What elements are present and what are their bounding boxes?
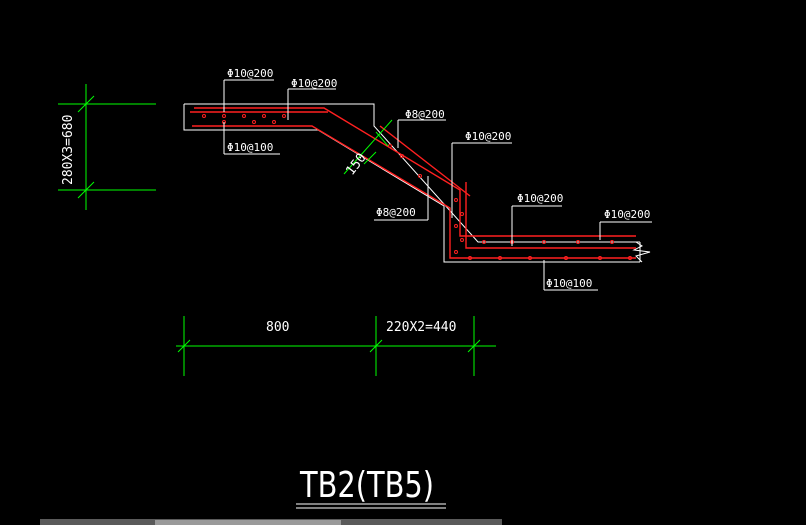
label-landing-b: Φ10@200 <box>604 208 650 221</box>
dim-slab-thickness: 150 <box>343 151 369 179</box>
label-slope-right: Φ10@200 <box>465 130 511 143</box>
leader-lines <box>223 79 652 291</box>
label-bottom-left: Φ10@100 <box>227 141 273 154</box>
dim-horizontal-right: 220X2=440 <box>386 320 456 335</box>
label-top-left-a: Φ10@200 <box>227 67 273 80</box>
label-top-left-b: Φ10@200 <box>291 77 337 90</box>
break-line <box>632 241 651 263</box>
label-landing-a: Φ10@200 <box>517 192 563 205</box>
rebar-dots <box>202 114 632 260</box>
stair-outline <box>183 103 641 263</box>
dim-horizontal-left: 800 <box>266 320 289 335</box>
label-slope-top: Φ8@200 <box>405 108 445 121</box>
label-slope-bottom: Φ8@200 <box>376 206 416 219</box>
scrollbar-thumb[interactable] <box>155 520 341 525</box>
rebar-bars <box>190 107 636 259</box>
drawing-title: TB2(TB5) <box>299 465 434 506</box>
dimension-lines <box>58 84 496 376</box>
label-landing-bottom: Φ10@100 <box>546 277 592 290</box>
dim-vertical-height: 280X3=680 <box>61 115 76 185</box>
